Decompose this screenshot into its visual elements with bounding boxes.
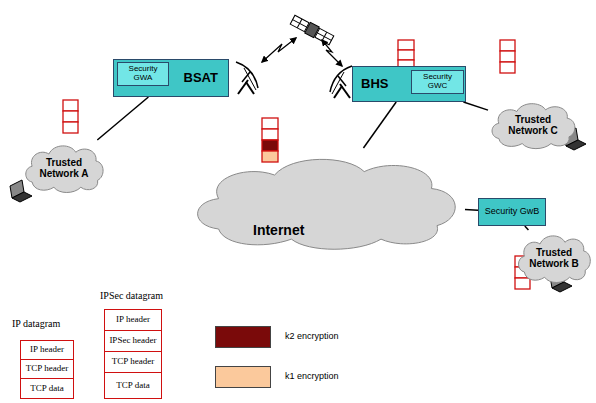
legend-text: k2 encryption xyxy=(285,331,339,341)
satellite-dish xyxy=(236,62,258,94)
radio-link xyxy=(322,40,342,66)
link-line xyxy=(97,97,148,140)
box-label: Security GWC xyxy=(414,73,461,91)
network-name: Trusted Network B xyxy=(525,247,583,269)
cloud-outline xyxy=(185,148,465,256)
laptop-icon xyxy=(10,180,32,202)
security-gateway: Security GwB xyxy=(478,198,546,226)
datagram-field: IP header xyxy=(20,340,74,360)
satellite xyxy=(290,14,334,45)
field-name: TCP header xyxy=(112,357,154,367)
datagram-field: TCP data xyxy=(20,378,74,399)
field-name: TCP header xyxy=(26,364,68,374)
network-name: Internet xyxy=(253,223,304,238)
datagram-title: IP datagram xyxy=(12,318,60,329)
datagram-field: IPSec header xyxy=(104,330,162,352)
box-label: BHS xyxy=(361,77,388,91)
datagram-field: TCP header xyxy=(20,359,74,379)
gateway-box: BHS Security GWC xyxy=(352,66,466,102)
field-name: IP header xyxy=(30,345,64,355)
field-name: TCP data xyxy=(116,381,149,391)
field-name: TCP data xyxy=(30,384,63,394)
packet-stack xyxy=(63,100,78,133)
box-label: Security GWA xyxy=(120,65,166,83)
packet-stack xyxy=(262,118,278,162)
security-gateway: Security GWA xyxy=(117,62,169,86)
link-line xyxy=(525,226,529,230)
network-cloud: Trusted Network A xyxy=(22,140,106,196)
field-name: IP header xyxy=(116,315,150,325)
field-name: IPSec header xyxy=(109,336,156,346)
network-name: Trusted Network A xyxy=(32,157,96,179)
link-line xyxy=(463,102,488,110)
link-line xyxy=(363,102,396,148)
box-label: BSAT xyxy=(184,71,218,85)
datagram-field: IP header xyxy=(104,309,162,331)
internet-cloud: Internet xyxy=(185,148,465,256)
network-name: Trusted Network C xyxy=(500,114,566,136)
datagram-title: IPSec datagram xyxy=(100,290,163,301)
legend-swatch xyxy=(215,366,271,388)
link-line xyxy=(465,209,478,211)
datagram-field: TCP header xyxy=(104,351,162,373)
radio-link xyxy=(262,38,296,62)
gateway-box: BSAT Security GWA xyxy=(113,59,229,97)
network-cloud: Trusted Network B xyxy=(515,230,593,286)
legend-text: k1 encryption xyxy=(285,371,339,381)
packet-stack xyxy=(500,40,515,73)
security-gateway: Security GWC xyxy=(411,70,464,94)
box-label: Security GwB xyxy=(485,207,540,217)
satellite-dish xyxy=(330,66,352,98)
network-cloud: Trusted Network C xyxy=(488,98,578,152)
datagram-field: TCP data xyxy=(104,372,162,399)
legend-swatch xyxy=(215,326,271,348)
